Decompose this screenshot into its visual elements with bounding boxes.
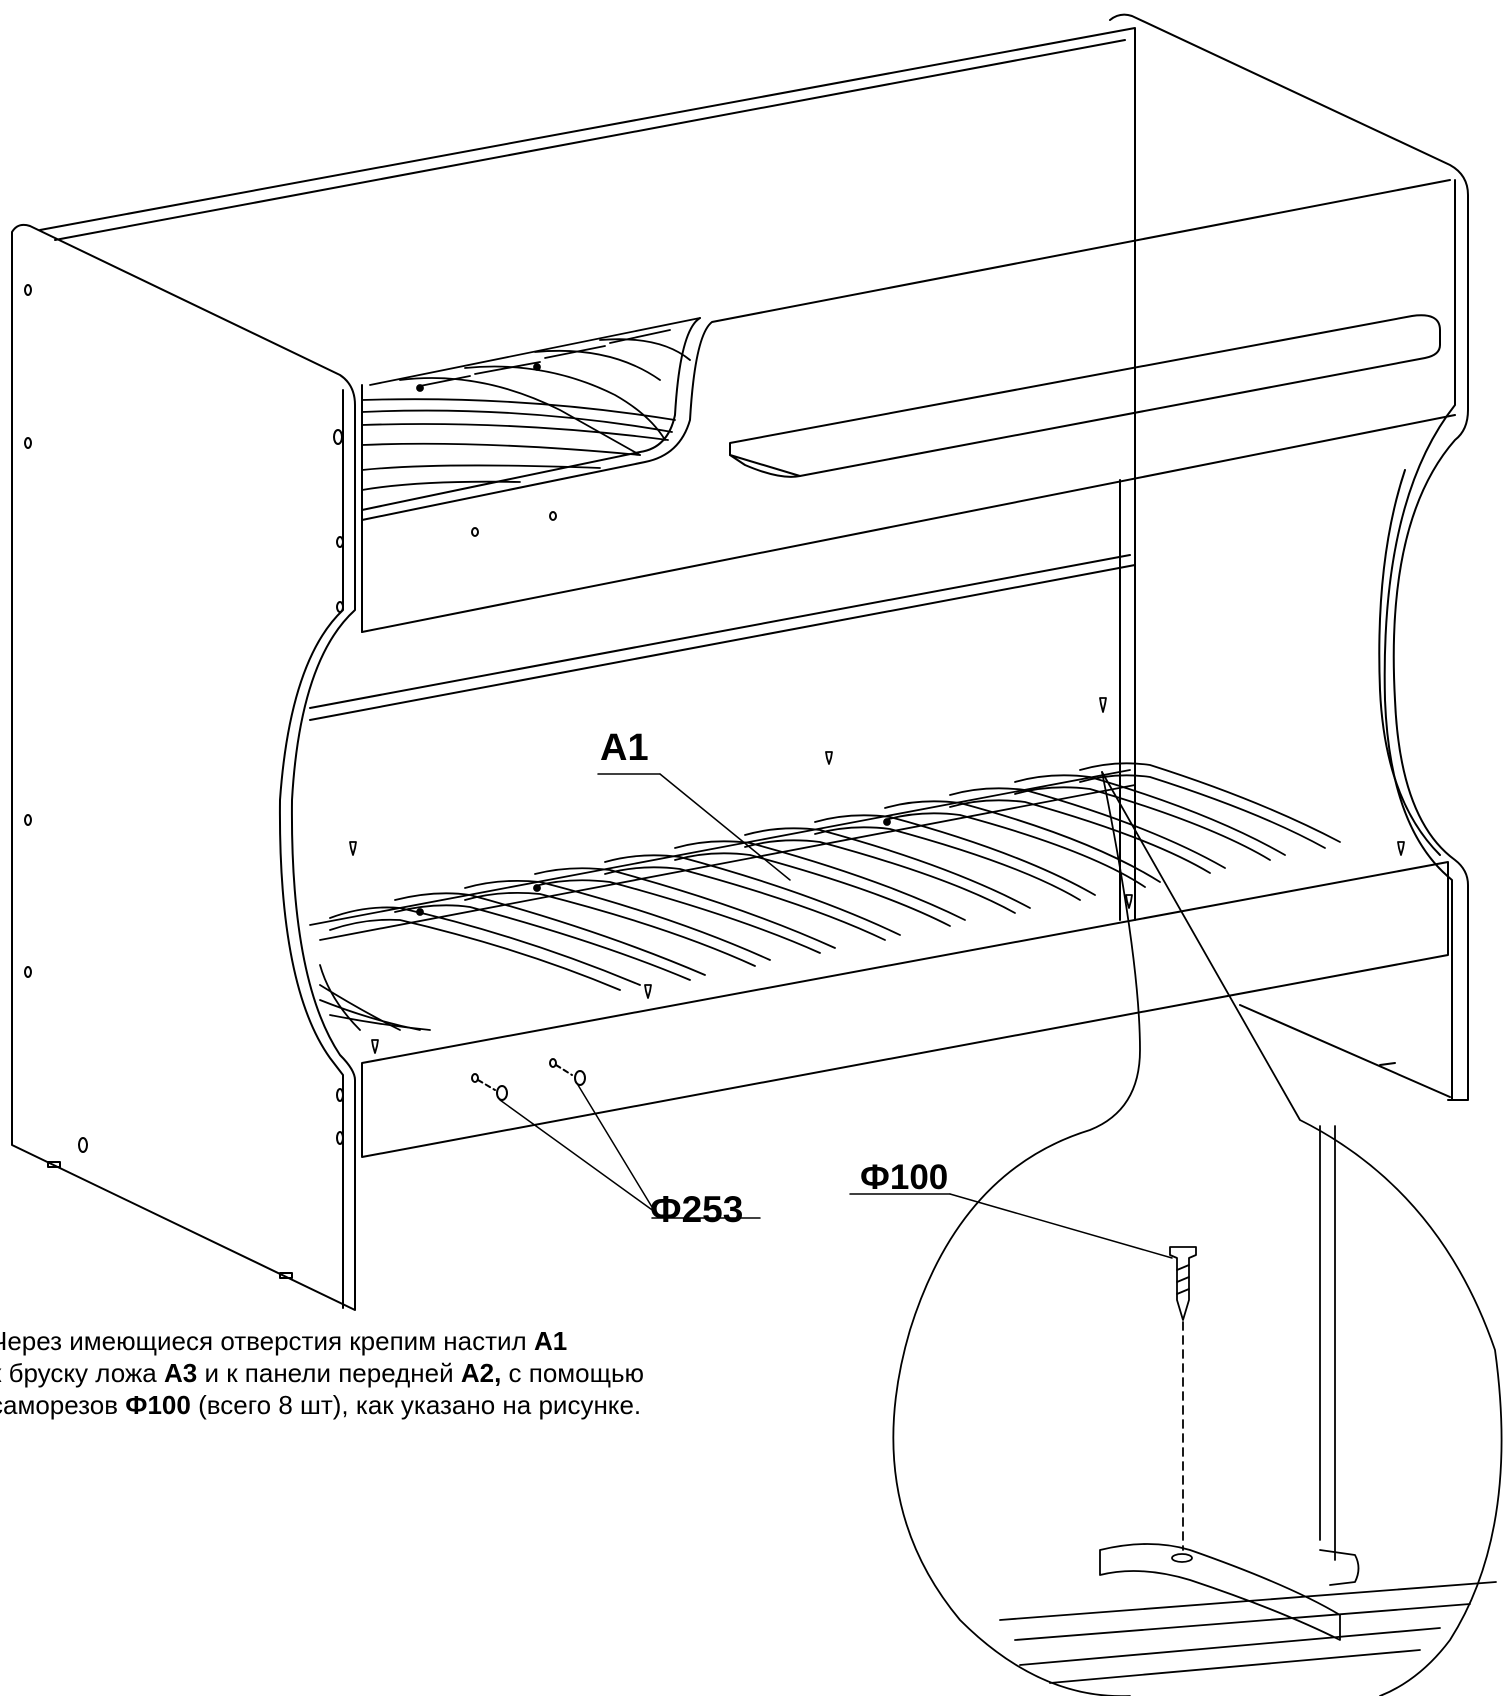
leader-lines [597,773,1173,1259]
upper-shelf [729,314,1441,478]
fastener-label-f253: Ф253 [650,1189,744,1230]
instruction-line-3: саморезов Ф100 (всего 8 шт), как указано… [0,1390,642,1420]
assembly-instructions: Через имеющиеся отверстия крепим настил … [0,1325,810,1421]
lower-slats [309,762,1341,1031]
upper-front-guard-panel [361,179,1456,633]
left-headboard-panel [11,223,356,1311]
instruction-line-2: к бруску ложа A3 и к панели передней A2,… [0,1358,645,1388]
right-side-panel [1109,13,1469,1101]
detail-callout [892,771,1503,1696]
back-panel [39,27,1136,921]
screws [349,697,1405,1054]
lower-back-rail [309,554,1136,721]
lower-front-rail [361,861,1451,1213]
upper-slats [361,317,701,491]
part-label-a1: A1 [600,727,649,769]
instruction-line-1: Через имеющиеся отверстия крепим настил … [0,1326,568,1356]
fastener-label-f100: Ф100 [860,1158,949,1197]
